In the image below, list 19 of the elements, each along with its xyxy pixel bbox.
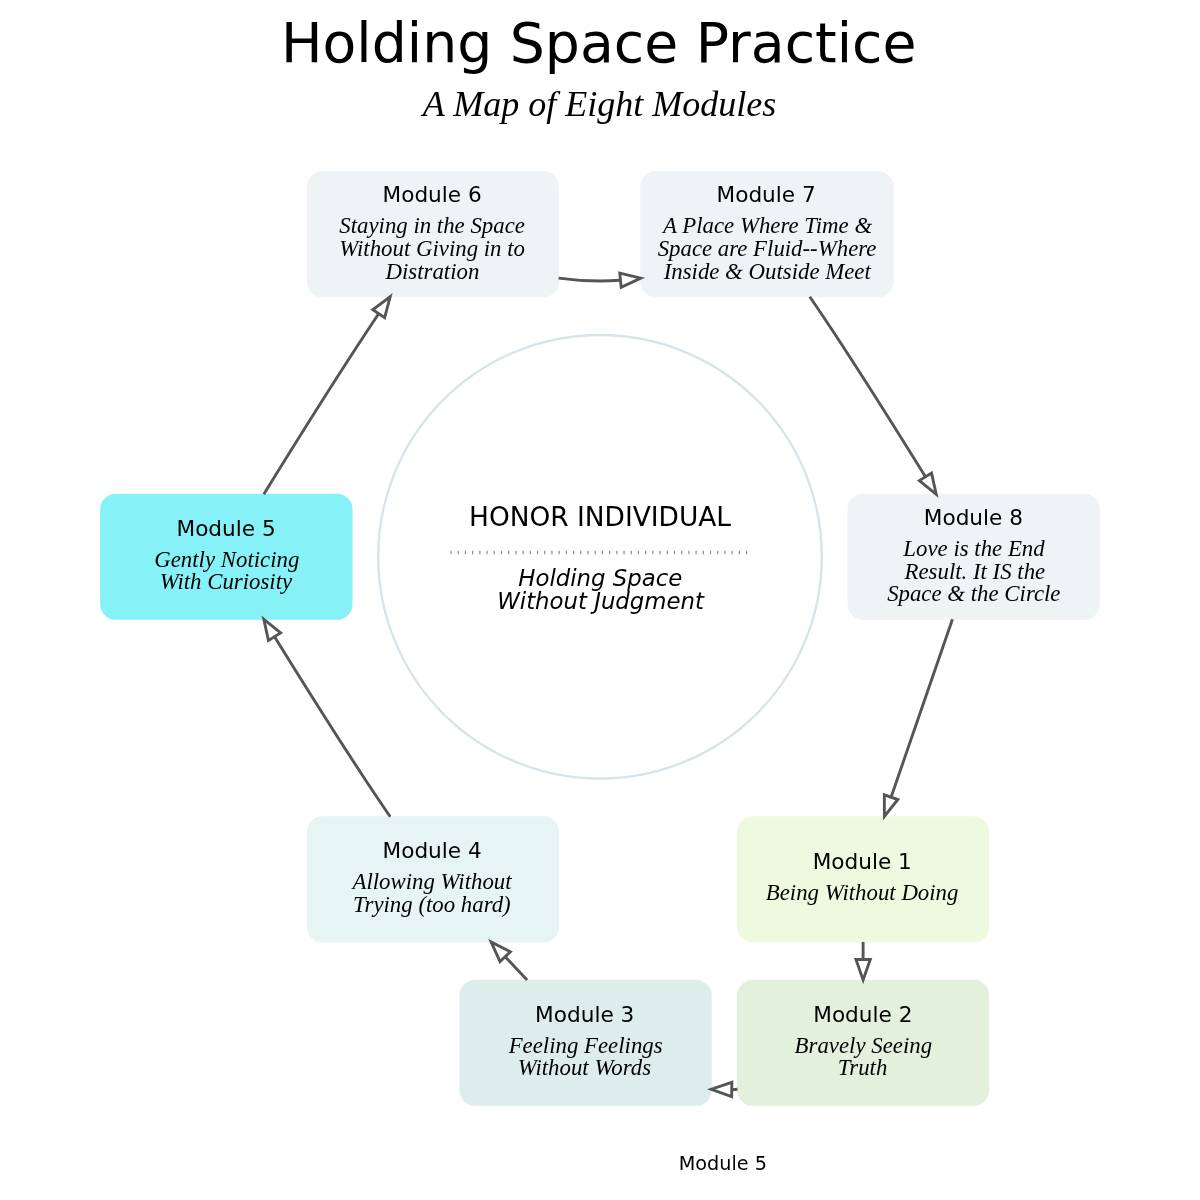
node-box: Module 1 Being Without Doing xyxy=(736,816,990,943)
node-circle: HONOR INDIVIDUAL Holding Space Without Judgment xyxy=(377,333,823,780)
node-box: Module 7 A Place Where Time & Space are Fluid--Where Inside & Outside Meet xyxy=(640,171,894,298)
arrow xyxy=(261,615,392,818)
diagram-title: Holding Space Practice xyxy=(281,11,917,76)
node-box: Module 5 Gently Noticing With Curiosity xyxy=(100,493,353,620)
node-box: Module 2 Bravely Seeing Truth xyxy=(736,979,990,1106)
node-box: Module 4 Allowing Without Trying (too hard) xyxy=(306,816,560,943)
label: A Map of Eight Modules xyxy=(422,84,777,125)
arrow xyxy=(488,938,529,981)
arrow xyxy=(882,618,954,821)
node-box: Module 6 Staying in the Space Without Giving in to Distration xyxy=(306,171,560,298)
node-box: Module 8 Love is the End Result. It IS the Space & the Circle xyxy=(847,493,1100,620)
arrow xyxy=(808,295,939,498)
arrow xyxy=(558,271,646,290)
node-box: Module 3 Feeling Feelings Without Words xyxy=(459,979,712,1106)
arrow xyxy=(262,293,393,496)
arrow xyxy=(853,941,873,985)
caption: Module 5 xyxy=(678,1151,767,1175)
